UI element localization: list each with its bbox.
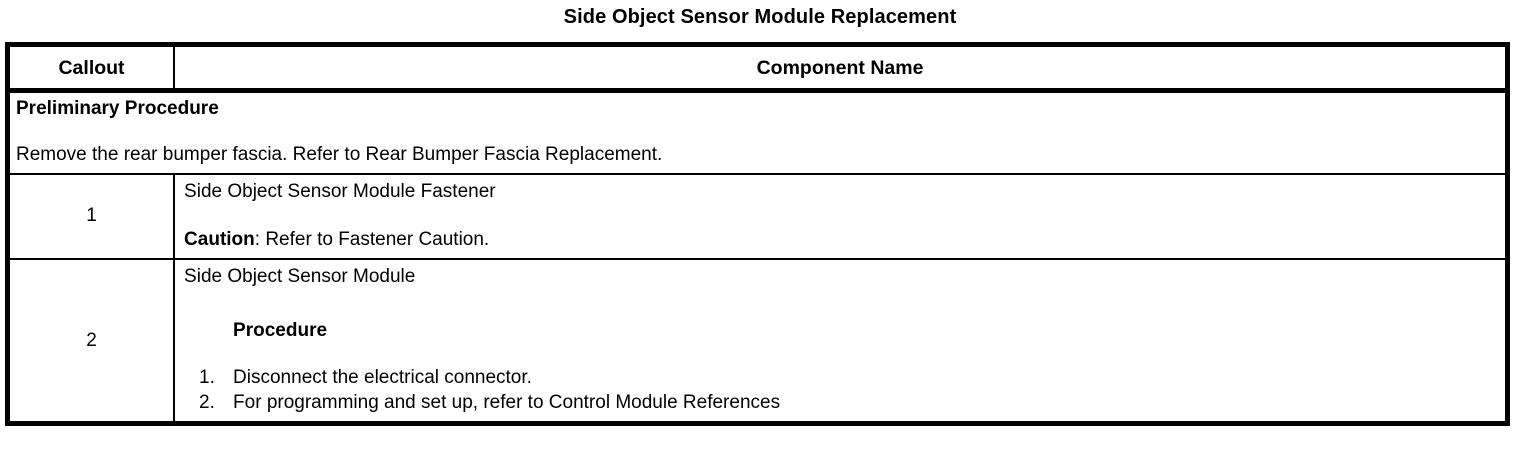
page-title: Side Object Sensor Module Replacement — [563, 6, 957, 28]
procedure-table-container: Callout Component Name Preliminary Proce… — [5, 42, 1510, 427]
procedure-table: Callout Component Name Preliminary Proce… — [5, 42, 1510, 427]
column-header-callout: Callout — [7, 44, 176, 94]
table-row: 2 Side Object Sensor Module Procedure 1.… — [7, 258, 1508, 424]
callout-number-2: 2 — [7, 258, 176, 424]
step-number: 2. — [199, 392, 215, 414]
step-number: 1. — [199, 367, 215, 389]
component-cell-2: Side Object Sensor Module Procedure 1. Di… — [174, 259, 1507, 424]
step-text: For programming and set up, refer to Con… — [233, 392, 781, 414]
preliminary-procedure-heading: Preliminary Procedure — [16, 98, 219, 120]
step-text: Disconnect the electrical connector. — [233, 367, 532, 389]
component-name-2: Side Object Sensor Module — [184, 265, 416, 287]
callout-number-1: 1 — [7, 173, 176, 260]
table-header-row: Callout Component Name — [7, 44, 1508, 94]
caution-text: : Refer to Fastener Caution. — [254, 228, 490, 250]
procedure-step-list: 1. Disconnect the electrical connector. 2… — [184, 365, 1505, 415]
preliminary-procedure-cell: Preliminary Procedure Remove the rear bu… — [7, 90, 1508, 175]
preliminary-procedure-row: Preliminary Procedure Remove the rear bu… — [7, 90, 1508, 175]
list-item: 1. Disconnect the electrical connector. — [199, 365, 1505, 390]
list-item: 2. For programming and set up, refer to C… — [199, 390, 1505, 415]
preliminary-procedure-text: Remove the rear bumper fascia. Refer to … — [16, 144, 663, 166]
caution-label: Caution — [184, 228, 255, 250]
component-cell-1: Side Object Sensor Module Fastener Cauti… — [174, 173, 1508, 260]
component-name-1: Side Object Sensor Module Fastener — [184, 180, 496, 202]
table-row: 1 Side Object Sensor Module Fastener Cau… — [7, 173, 1508, 260]
caution-note-1: Caution: Refer to Fastener Caution. — [184, 229, 1505, 252]
column-header-component-name: Component Name — [174, 44, 1508, 94]
procedure-heading-2: Procedure — [233, 320, 328, 342]
